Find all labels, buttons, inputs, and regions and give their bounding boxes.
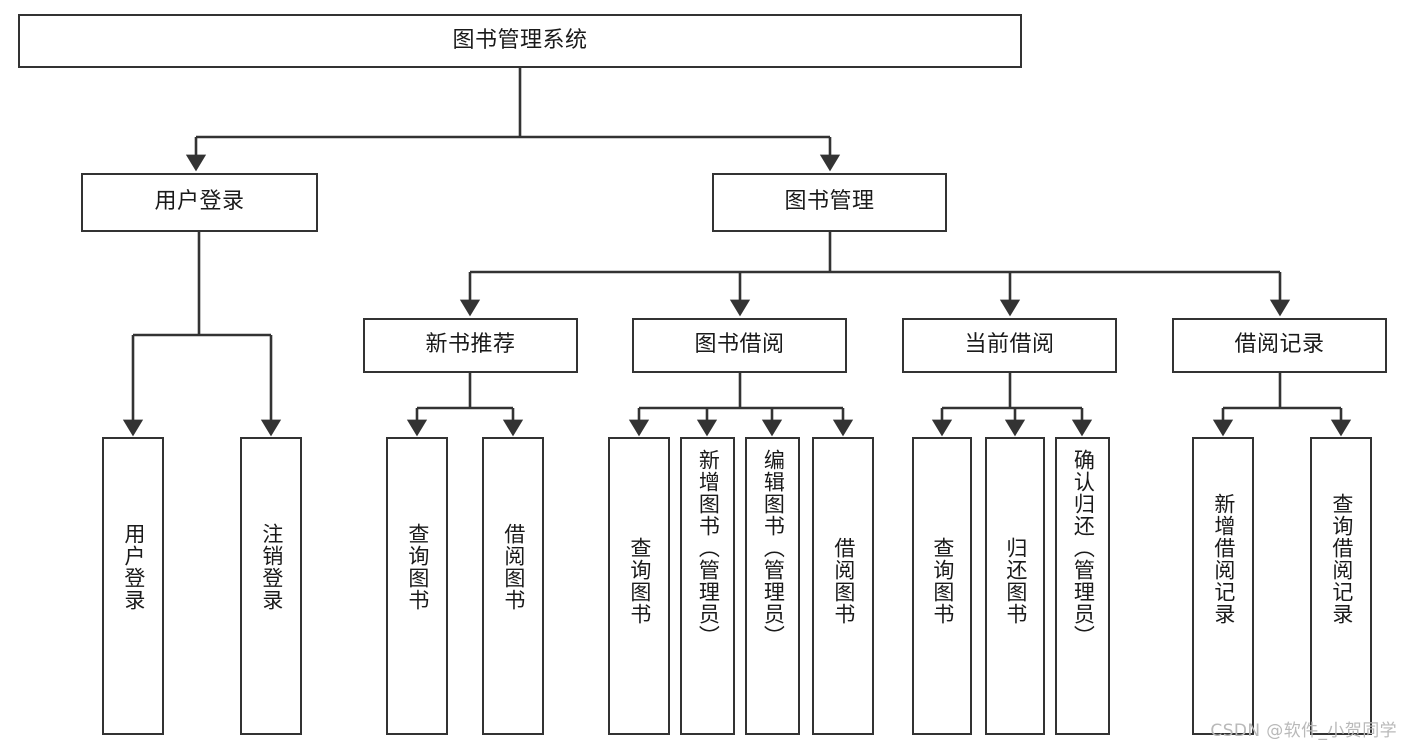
- node-leaf-user-login-label: 用户登录: [121, 523, 146, 611]
- node-root[interactable]: 图书管理系统: [18, 14, 1022, 68]
- node-book-borrow[interactable]: 图书借阅: [632, 318, 847, 373]
- node-leaf-edit-book[interactable]: 编辑图书（管理员）: [745, 437, 800, 735]
- node-leaf-confirm-return-label: 确认归还（管理员）: [1071, 449, 1096, 647]
- node-leaf-borrow-book-2-label: 借阅图书: [831, 537, 856, 625]
- node-leaf-query-book-2-label: 查询图书: [627, 537, 652, 625]
- node-borrow-record-label: 借阅记录: [1234, 332, 1325, 358]
- node-leaf-add-book-label: 新增图书（管理员）: [696, 449, 721, 647]
- node-leaf-borrow-book-2[interactable]: 借阅图书: [812, 437, 874, 735]
- node-leaf-edit-book-label: 编辑图书（管理员）: [761, 449, 786, 647]
- csdn-watermark: CSDN @软件_小贺同学: [1210, 721, 1397, 741]
- node-root-label: 图书管理系统: [452, 27, 588, 53]
- node-user-login[interactable]: 用户登录: [81, 173, 318, 232]
- node-borrow-record[interactable]: 借阅记录: [1172, 318, 1387, 373]
- node-book-management-label: 图书管理: [784, 189, 875, 215]
- node-leaf-borrow-book-1-label: 借阅图书: [501, 523, 526, 611]
- node-book-borrow-label: 图书借阅: [694, 332, 785, 358]
- node-leaf-query-book-1-label: 查询图书: [405, 523, 430, 611]
- node-leaf-query-book-3-label: 查询图书: [930, 537, 955, 625]
- node-leaf-query-borrow-record-label: 查询借阅记录: [1329, 493, 1354, 625]
- node-leaf-user-login[interactable]: 用户登录: [102, 437, 164, 735]
- node-leaf-add-borrow-record-label: 新增借阅记录: [1211, 493, 1236, 625]
- node-leaf-query-borrow-record[interactable]: 查询借阅记录: [1310, 437, 1372, 735]
- node-leaf-borrow-book-1[interactable]: 借阅图书: [482, 437, 544, 735]
- node-new-book-recommend-label: 新书推荐: [425, 332, 516, 358]
- node-leaf-logout[interactable]: 注销登录: [240, 437, 302, 735]
- node-book-management[interactable]: 图书管理: [712, 173, 947, 232]
- node-leaf-add-borrow-record[interactable]: 新增借阅记录: [1192, 437, 1254, 735]
- node-current-borrow-label: 当前借阅: [964, 332, 1055, 358]
- node-leaf-return-book[interactable]: 归还图书: [985, 437, 1045, 735]
- node-leaf-logout-label: 注销登录: [259, 523, 284, 611]
- node-leaf-query-book-1[interactable]: 查询图书: [386, 437, 448, 735]
- node-leaf-query-book-3[interactable]: 查询图书: [912, 437, 972, 735]
- node-new-book-recommend[interactable]: 新书推荐: [363, 318, 578, 373]
- node-leaf-confirm-return[interactable]: 确认归还（管理员）: [1055, 437, 1110, 735]
- node-current-borrow[interactable]: 当前借阅: [902, 318, 1117, 373]
- node-leaf-return-book-label: 归还图书: [1003, 537, 1028, 625]
- node-leaf-query-book-2[interactable]: 查询图书: [608, 437, 670, 735]
- node-leaf-add-book[interactable]: 新增图书（管理员）: [680, 437, 735, 735]
- node-user-login-label: 用户登录: [154, 189, 245, 215]
